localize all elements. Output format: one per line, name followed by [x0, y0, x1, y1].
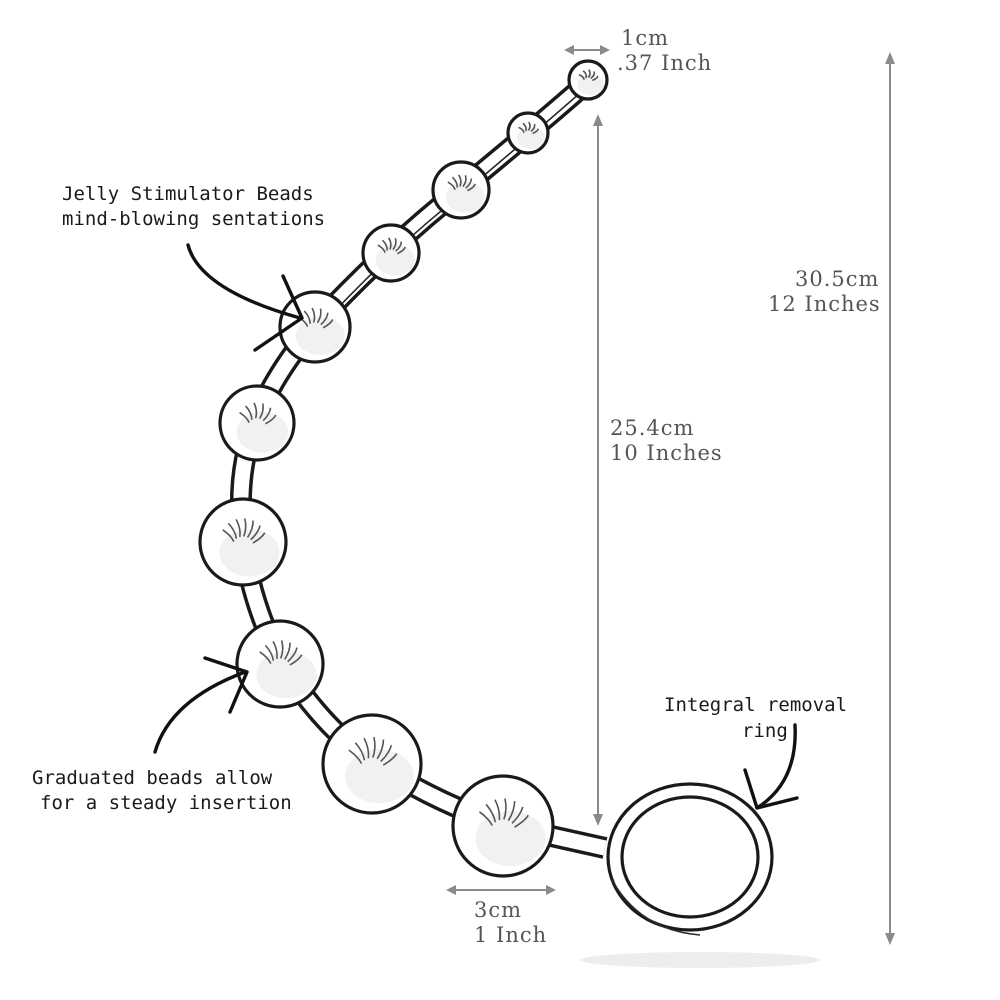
graduated-callout-line1: Graduated beads allow [32, 767, 273, 789]
base-width-in-label: 1 Inch [474, 923, 547, 947]
bead-1 [567, 59, 609, 101]
graduated-pointer [153, 656, 249, 754]
tip-width-dimension [564, 45, 610, 55]
bead-5 [278, 290, 352, 364]
bead-length-cm-label: 25.4cm [610, 416, 694, 440]
beads [198, 59, 609, 878]
total-length-in-label: 12 Inches [768, 292, 881, 316]
ring-pointer [743, 723, 799, 810]
bead-3 [431, 160, 491, 220]
bead-7 [198, 497, 288, 587]
tip-width-in-label: .37 Inch [617, 51, 712, 75]
stimulator-pointer [186, 243, 304, 352]
bead-length-in-label: 10 Inches [610, 441, 723, 465]
ring-callout-line1: Integral removal [664, 694, 847, 716]
total-length-dimension [885, 52, 895, 945]
base-width-dimension [446, 885, 556, 895]
bead-6 [218, 384, 296, 462]
bead-8 [235, 619, 325, 709]
tip-width-cm-label: 1cm [621, 26, 669, 50]
graduated-callout-line2: for a steady insertion [40, 792, 292, 814]
bead-length-dimension [593, 114, 603, 826]
bead-2 [506, 111, 550, 155]
bead-10 [451, 774, 555, 878]
total-length-cm-label: 30.5cm [795, 267, 879, 291]
ring-callout-line2: ring [742, 720, 788, 742]
base-width-cm-label: 3cm [474, 898, 522, 922]
bead-9 [321, 713, 423, 815]
stimulator-callout-line1: Jelly Stimulator Beads [62, 183, 314, 205]
stimulator-callout-line2: mind-blowing sentations [62, 208, 325, 230]
removal-ring [580, 782, 820, 968]
bead-4 [361, 223, 421, 283]
